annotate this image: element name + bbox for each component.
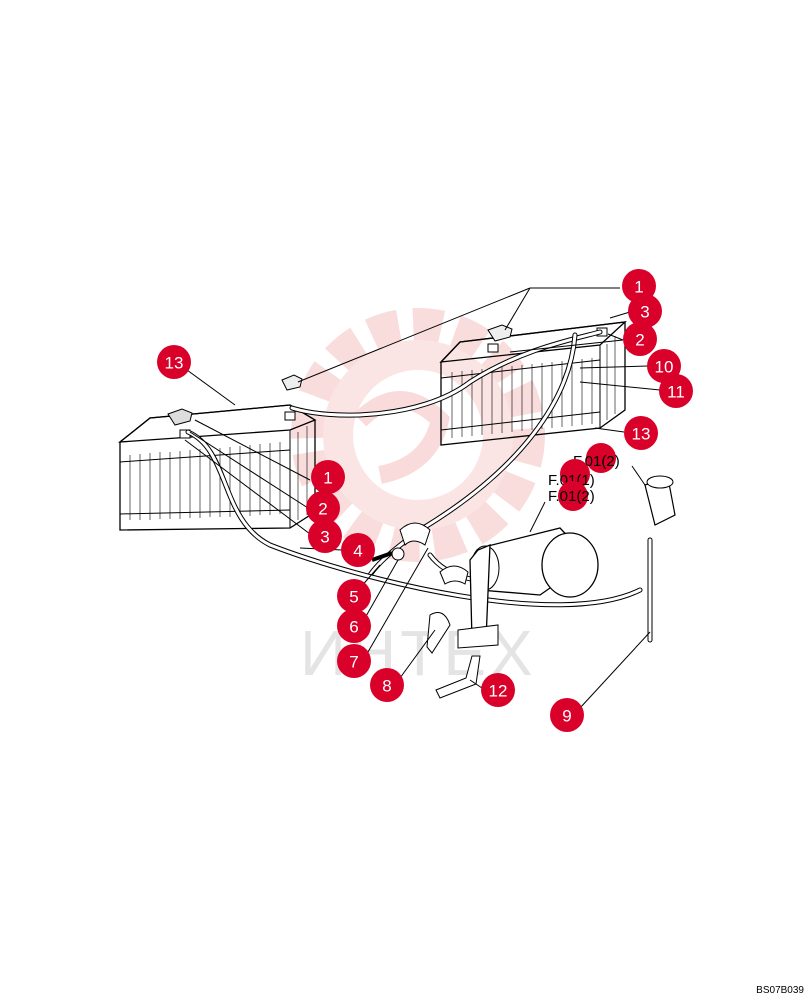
svg-text:11: 11 bbox=[667, 383, 685, 402]
svg-text:13: 13 bbox=[165, 354, 184, 373]
watermark-gear-icon bbox=[291, 308, 545, 562]
svg-text:2: 2 bbox=[318, 500, 327, 519]
svg-text:2: 2 bbox=[635, 331, 644, 350]
svg-text:F.01(2): F.01(2) bbox=[548, 488, 595, 505]
connector-plug bbox=[644, 475, 676, 526]
svg-text:6: 6 bbox=[349, 618, 358, 637]
terminal-cap-left bbox=[167, 408, 193, 426]
callout-2-left[interactable]: 2 bbox=[306, 491, 340, 525]
drawing-code: BS07B039 bbox=[756, 985, 804, 996]
battery-cables bbox=[185, 329, 653, 643]
svg-text:4: 4 bbox=[353, 542, 362, 561]
callout-5[interactable]: 5 bbox=[337, 579, 371, 613]
svg-text:12: 12 bbox=[489, 682, 508, 701]
callout-12[interactable]: 12 bbox=[481, 673, 515, 707]
svg-text:7: 7 bbox=[349, 653, 358, 672]
svg-text:F.01(1): F.01(1) bbox=[548, 472, 595, 489]
svg-text:3: 3 bbox=[640, 303, 649, 322]
callout-2-top[interactable]: 2 bbox=[623, 322, 657, 356]
callout-3-left[interactable]: 3 bbox=[308, 519, 342, 553]
reference-label-3[interactable]: F.01(2) bbox=[548, 481, 595, 511]
callout-3-top[interactable]: 3 bbox=[628, 294, 662, 328]
svg-text:5: 5 bbox=[349, 588, 358, 607]
svg-text:3: 3 bbox=[320, 528, 329, 547]
callout-8[interactable]: 8 bbox=[370, 668, 404, 702]
callout-1-left[interactable]: 1 bbox=[311, 460, 345, 494]
callout-11[interactable]: 11 bbox=[659, 374, 693, 408]
svg-text:8: 8 bbox=[382, 677, 391, 696]
svg-text:1: 1 bbox=[323, 469, 332, 488]
terminal-cap-middle bbox=[281, 374, 303, 391]
callout-9[interactable]: 9 bbox=[550, 698, 584, 732]
callout-7[interactable]: 7 bbox=[337, 644, 371, 678]
callout-4[interactable]: 4 bbox=[341, 533, 375, 567]
callout-6[interactable]: 6 bbox=[337, 609, 371, 643]
callout-13-right[interactable]: 13 bbox=[624, 416, 658, 450]
svg-text:13: 13 bbox=[632, 425, 651, 444]
callout-13-left[interactable]: 13 bbox=[157, 345, 191, 379]
mounting-bracket bbox=[435, 544, 499, 699]
reference-label-2[interactable]: F.01(1) bbox=[548, 459, 595, 489]
svg-text:10: 10 bbox=[655, 358, 674, 377]
svg-text:1: 1 bbox=[634, 278, 643, 297]
leader-lines bbox=[184, 287, 661, 709]
svg-text:9: 9 bbox=[562, 707, 571, 726]
bolt-washer bbox=[371, 547, 405, 562]
cable-clamp bbox=[399, 522, 469, 654]
